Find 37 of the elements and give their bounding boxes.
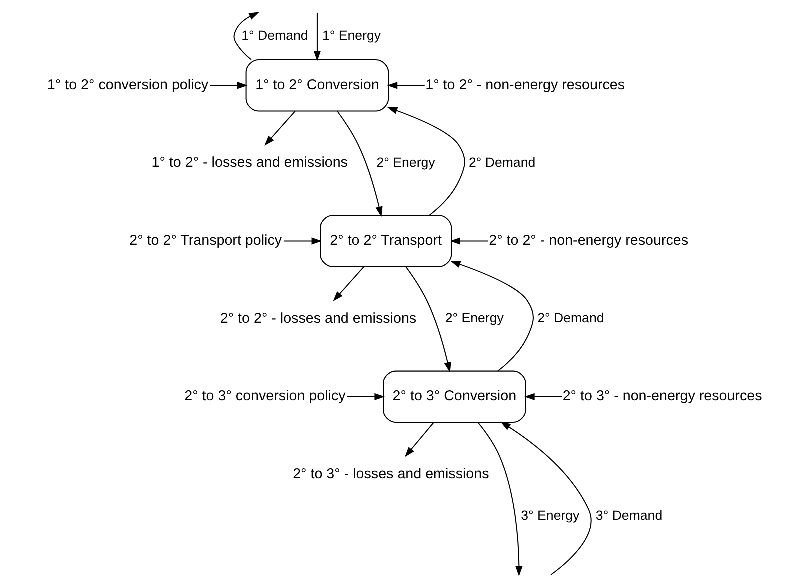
node-text: 2° to 3° conversion policy [184, 388, 346, 405]
arrow [233, 12, 259, 60]
arrow [450, 238, 488, 245]
node-text: 2° to 3° - losses and emissions [292, 466, 489, 483]
edge-label: 3° Energy [520, 508, 580, 524]
arrow [346, 393, 384, 400]
arrow [336, 111, 382, 218]
arrow [332, 266, 364, 302]
node-box: 1° to 2° Conversion [245, 60, 389, 112]
arrow [386, 107, 465, 216]
arrow [264, 111, 296, 146]
arrow [404, 422, 434, 458]
arrow [313, 12, 321, 62]
node-box: 2° to 3° Conversion [382, 370, 526, 424]
arrow [386, 82, 424, 90]
node-text: 1° to 2° conversion policy [46, 77, 208, 94]
node-text: 2° to 2° - losses and emissions [220, 310, 416, 327]
arrow [284, 238, 322, 245]
arrow [405, 266, 451, 373]
arrow [477, 422, 522, 577]
node-text: 1° to 2° - non-energy resources [425, 77, 625, 94]
node-text: 2° to 2° Transport policy [129, 233, 282, 250]
edge-label: 2° Demand [537, 310, 604, 326]
edge-label: 1° Demand [241, 28, 308, 43]
node-box: 2° to 2° Transport [320, 215, 452, 268]
arrow [500, 422, 592, 576]
edge-label: 2° Energy [376, 154, 435, 170]
arrow [210, 82, 248, 90]
edge-label: 1° Energy [322, 28, 381, 43]
edge-label: 2° Energy [444, 310, 504, 326]
node-text: 1° to 2° - losses and emissions [151, 155, 348, 172]
arrow [524, 393, 562, 400]
edge-label: 2° Demand [468, 154, 536, 170]
node-text: 2° to 2° - non-energy resources [488, 233, 688, 250]
edge-label: 3° Demand [595, 508, 662, 524]
arrow [450, 261, 534, 372]
node-text: 2° to 3° - non-energy resources [562, 388, 762, 405]
